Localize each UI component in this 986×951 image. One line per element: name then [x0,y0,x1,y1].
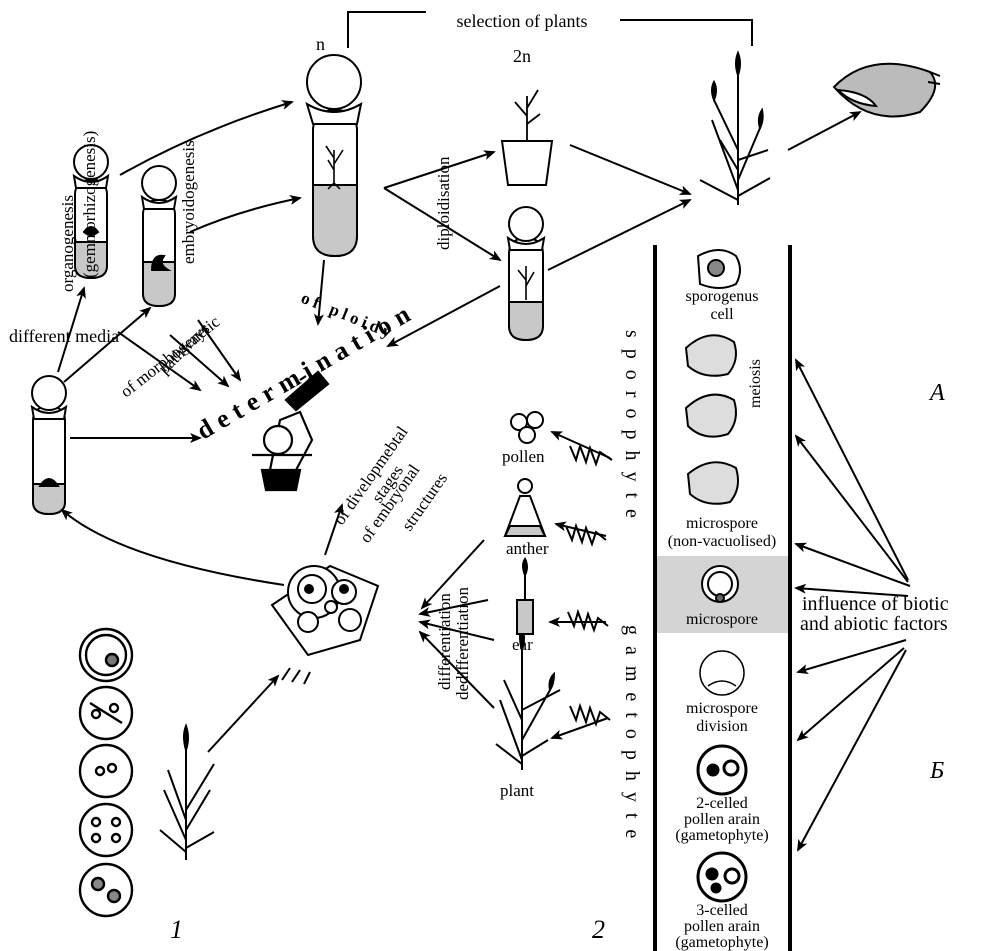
microspore-division-icon [700,651,744,695]
microspore-div-label-2: division [696,718,748,735]
organogenesis-label-2: (gemmorhizogenesis) [80,131,99,278]
microspore-icon [702,566,738,602]
anther-section [272,566,378,684]
two-cell-label-1: 2-celled [696,795,748,812]
meiosis-cell-1 [686,335,736,376]
influence-label-2: and abiotic factors [800,613,948,635]
sporogenous-cell-icon [698,250,740,288]
embryoidogenesis-tube [142,166,176,306]
haploid-label: n [316,34,325,54]
two-cell-pollen-icon [698,746,746,794]
haploid-tube [307,55,361,256]
microspore-label: microspore [686,611,758,628]
panel-B-label: Б [929,758,944,784]
embryoidogenesis-label: embryoidogenesis [179,140,198,264]
influence-label-1: influence of biotic [802,593,949,615]
anther-flask-icon [505,479,545,536]
ear-label: ear [512,635,533,654]
sporogenus-label-2: cell [710,306,734,323]
different-media-label: different media [9,326,119,346]
three-cell-pollen-icon [698,853,746,901]
mature-plant-top [700,53,770,205]
pollen-stage-4 [80,804,132,856]
pollen-stage-2 [80,687,132,739]
three-cell-label-1: 3-celled [696,902,748,919]
stimulus-zigzags [566,446,612,724]
anther-label: anther [506,539,549,558]
panel-2-label: 2 [592,915,605,944]
diploid-tube [508,207,544,340]
sporogenus-label-1: sporogenus [686,288,759,305]
panel-A-label: A [928,380,945,406]
sporophyte-label: sporophyte [621,330,643,529]
pollen-stage-1 [80,629,132,681]
selection-label: selection of plants [457,11,588,31]
three-cell-label-3: (gametophyte) [675,934,768,951]
pollen-stage-5 [80,864,132,916]
gametophyte-letters: gametophyte [621,625,643,849]
determination-label: determination [192,296,422,445]
diploid-pot [502,90,552,185]
microspore-nv-label-2: (non-vacuolised) [668,533,776,550]
meiosis-cell-2 [686,395,736,437]
two-cell-label-3: (gametophyte) [675,827,768,844]
panel-1-label: 1 [170,915,183,944]
small-plant-panel1 [160,726,214,860]
microspore-nv-icon [688,462,738,504]
callus-tube [32,376,66,514]
pollen-cluster-icon [511,412,543,443]
pollen-stage-3 [80,745,132,797]
sporophyte-letters: sporophyte [621,330,643,529]
microspore-div-label-1: microspore [686,700,758,717]
two-cell-label-2: pollen arain [684,811,760,828]
diploid-label: 2n [513,46,531,66]
pollen-label: pollen [502,447,545,466]
organogenesis-label-1: organogenesis [58,195,77,292]
ear-tube-icon [517,559,533,634]
meiosis-label: meiosis [747,359,764,408]
three-cell-label-2: pollen arain [684,918,760,935]
microspore-nv-label-1: microspore [686,515,758,532]
seed-grain [834,64,940,117]
gametophyte-label: gametophyte [621,625,643,849]
plant-label: plant [500,781,534,800]
